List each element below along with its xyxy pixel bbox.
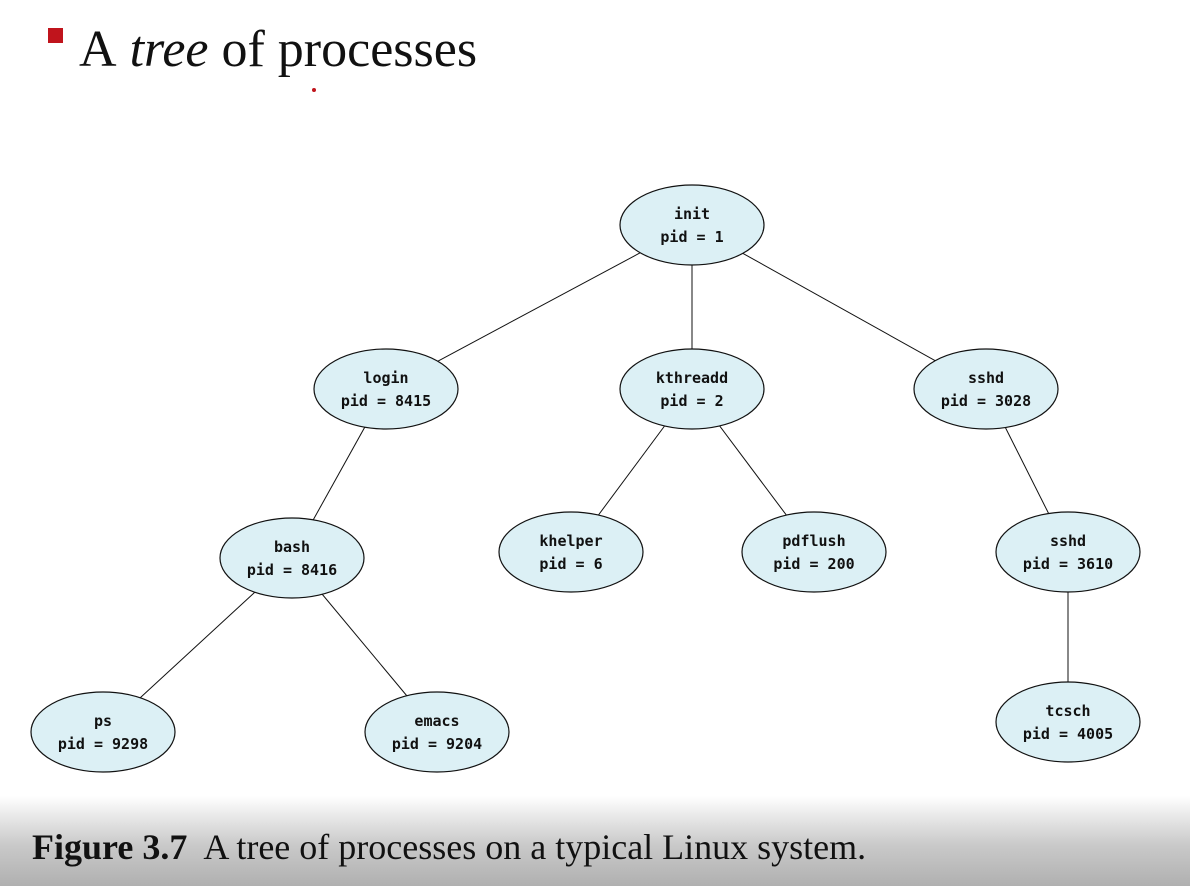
node-ellipse [995, 511, 1141, 593]
process-node-tcsch: tcsch pid = 4005 [995, 681, 1141, 763]
node-ellipse [995, 681, 1141, 763]
node-ellipse [30, 691, 176, 773]
process-pid: pid = 6 [539, 555, 602, 573]
node-ellipse [913, 348, 1059, 430]
process-name: sshd [1050, 532, 1086, 550]
slide-title: A tree of processes [48, 14, 477, 84]
node-ellipse [313, 348, 459, 430]
title-emphasis: tree [129, 20, 209, 78]
node-ellipse [619, 184, 765, 266]
process-pid: pid = 3610 [1023, 555, 1113, 573]
process-name: bash [274, 538, 310, 556]
node-ellipse [741, 511, 887, 593]
process-node-init: init pid = 1 [619, 184, 765, 266]
node-ellipse [619, 348, 765, 430]
process-pid: pid = 200 [773, 555, 854, 573]
figure-caption: Figure 3.7 A tree of processes on a typic… [32, 826, 866, 868]
process-name: khelper [539, 532, 602, 550]
process-node-login: login pid = 8415 [313, 348, 459, 430]
process-name: kthreadd [656, 369, 728, 387]
process-node-sshd3610: sshd pid = 3610 [995, 511, 1141, 593]
node-ellipse [219, 517, 365, 599]
process-pid: pid = 8415 [341, 392, 431, 410]
bullet-square-icon [48, 27, 63, 43]
process-name: ps [94, 712, 112, 730]
caption-bar [0, 796, 1190, 886]
figure-caption-text: A tree of processes on a typical Linux s… [203, 827, 867, 867]
process-node-kthreadd: kthreadd pid = 2 [619, 348, 765, 430]
node-ellipse [498, 511, 644, 593]
process-name: init [674, 205, 710, 223]
process-pid: pid = 3028 [941, 392, 1031, 410]
process-node-bash: bash pid = 8416 [219, 517, 365, 599]
process-node-emacs: emacs pid = 9204 [364, 691, 510, 773]
process-pid: pid = 9204 [392, 735, 482, 753]
figure-label: Figure 3.7 [32, 827, 188, 867]
process-name: pdflush [782, 532, 845, 550]
tree-nodes: init pid = 1 login pid = 8415 kthreadd pid = … [30, 184, 1141, 773]
process-name: tcsch [1045, 702, 1090, 720]
process-name: sshd [968, 369, 1004, 387]
process-pid: pid = 2 [660, 392, 723, 410]
title-suffix: of processes [221, 20, 478, 78]
tree-edges [102, 224, 1069, 733]
process-node-sshd3028: sshd pid = 3028 [913, 348, 1059, 430]
process-pid: pid = 4005 [1023, 725, 1113, 743]
title-prefix: A [79, 20, 117, 78]
process-tree-diagram: init pid = 1 login pid = 8415 kthreadd pid = … [30, 184, 1141, 773]
process-node-khelper: khelper pid = 6 [498, 511, 644, 593]
process-name: login [363, 369, 408, 387]
process-pid: pid = 9298 [58, 735, 148, 753]
process-node-pdflush: pdflush pid = 200 [741, 511, 887, 593]
process-node-ps: ps pid = 9298 [30, 691, 176, 773]
node-ellipse [364, 691, 510, 773]
pointer-dot-icon [312, 88, 316, 92]
process-pid: pid = 1 [660, 228, 723, 246]
process-name: emacs [414, 712, 459, 730]
process-pid: pid = 8416 [247, 561, 337, 579]
